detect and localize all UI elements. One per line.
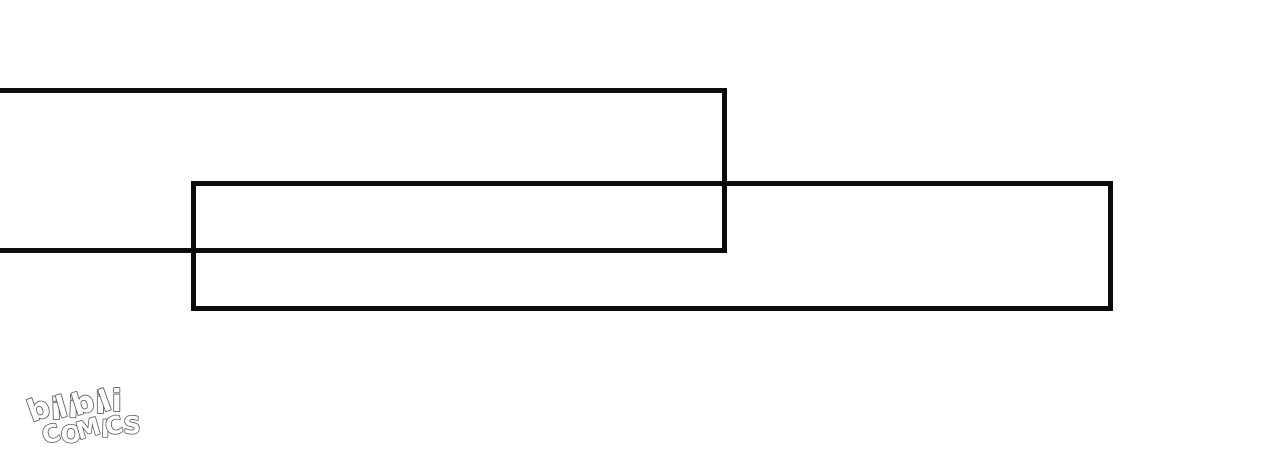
comic-panel-1 [0, 88, 727, 253]
comic-panel-2 [191, 181, 1113, 311]
bilibili-comics-logo: bilibili COMICS [21, 378, 144, 455]
